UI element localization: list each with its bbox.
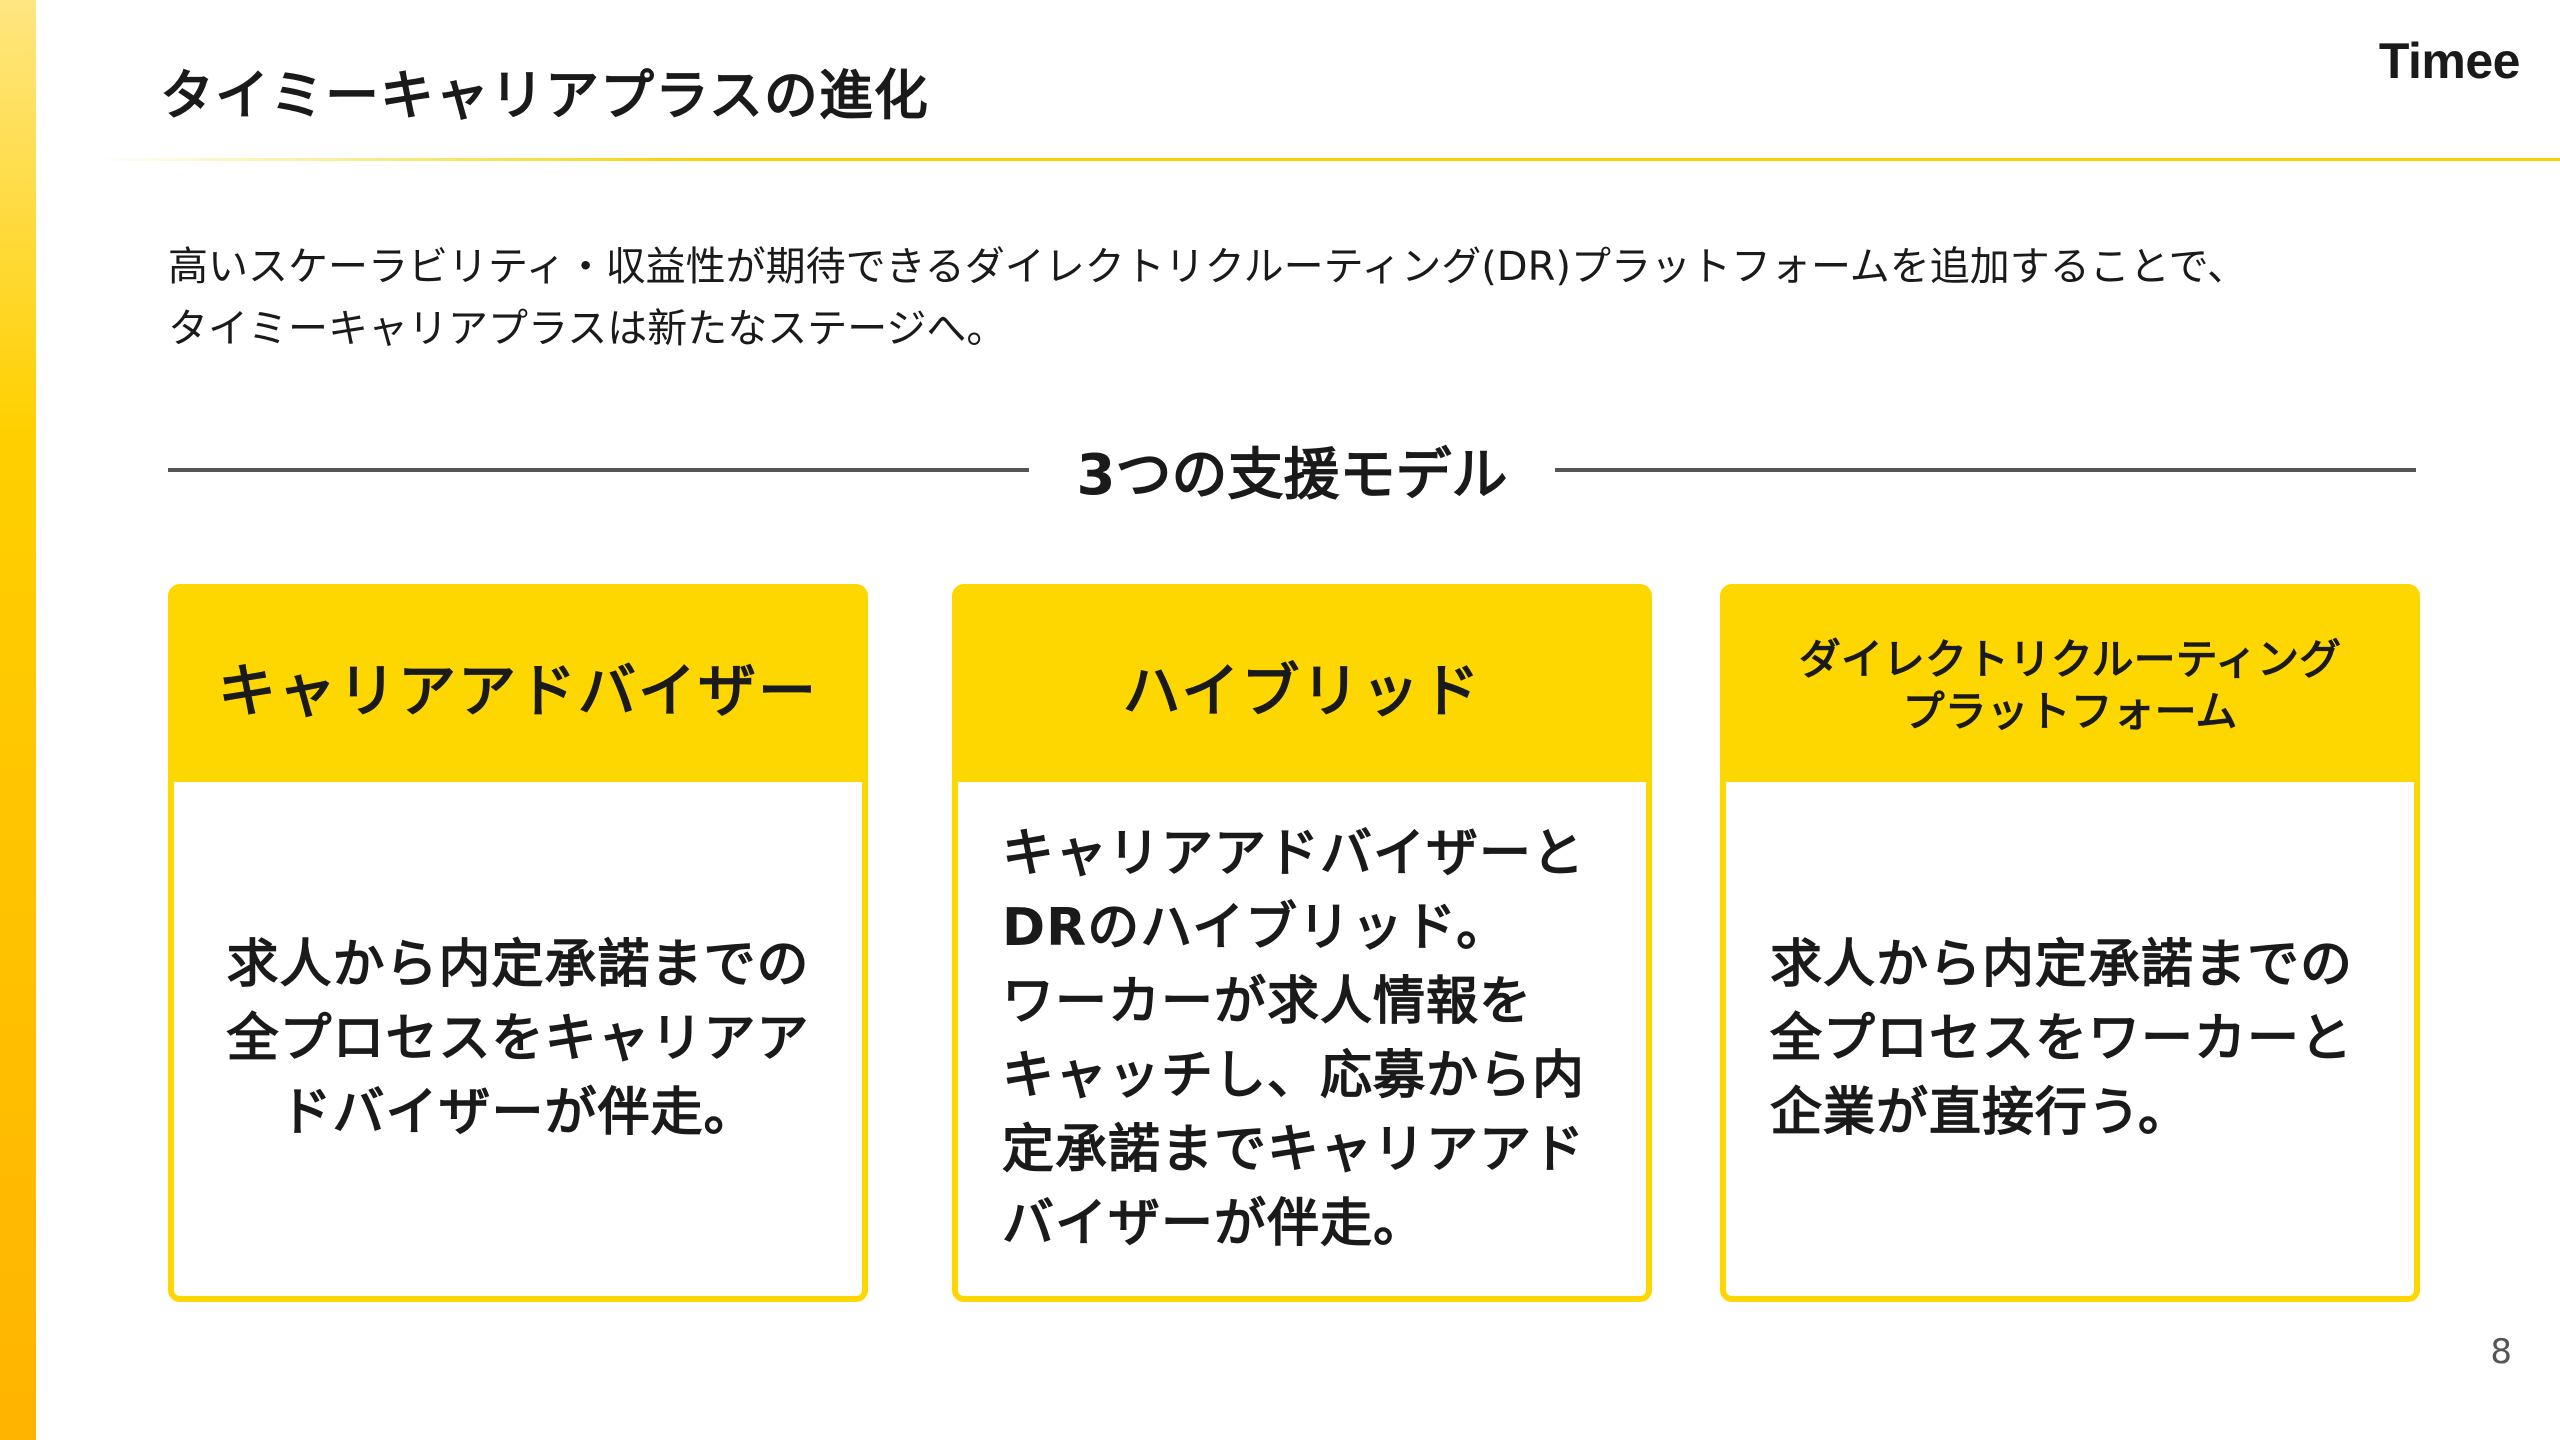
lead-line-2: タイミーキャリアプラスは新たなステージへ。 [168,306,1007,352]
card-header: ダイレクトリクルーティング プラットフォーム [1726,590,2414,782]
lead-text: 高いスケーラビリティ・収益性が期待できるダイレクトリクルーティング(DR)プラッ… [168,236,2448,360]
card-body-line: 求人から内定承諾までの [1770,935,2354,995]
card-hybrid: ハイブリッド キャリアアドバイザーと DRのハイブリッド。 ワーカーが求人情報を… [952,584,1652,1302]
section-heading-label: 3つの支援モデル [1076,442,1508,508]
card-title-line: ダイレクトリクルーティング [1798,635,2342,684]
card-body: 求人から内定承諾までの 全プロセスをワーカーと 企業が直接行う。 [1726,782,2414,1296]
card-body-line: 定承諾までキャリアアド [1002,1120,1586,1180]
card-body-line: 求人から内定承諾までの [226,935,810,995]
card-body: キャリアアドバイザーと DRのハイブリッド。 ワーカーが求人情報を キャッチし、… [958,782,1646,1296]
card-title: ハイブリッド [1122,657,1482,725]
card-title: キャリアアドバイザー [217,657,818,725]
card-body-line: 全プロセスをキャリアア [226,1009,810,1069]
card-body: 求人から内定承諾までの 全プロセスをキャリアア ドバイザーが伴走。 [174,782,862,1296]
section-rule-left [168,468,1029,472]
card-body-line: ドバイザーが伴走。 [279,1083,757,1143]
card-body-line: DRのハイブリッド。 [1002,898,1510,958]
section-rule-right [1555,468,2416,472]
timee-logo: Timee [2378,33,2521,89]
card-body-line: キャリアアドバイザーと [1002,824,1586,884]
card-dr-platform: ダイレクトリクルーティング プラットフォーム 求人から内定承諾までの 全プロセス… [1720,584,2420,1302]
slide-title: タイミーキャリアプラスの進化 [160,64,929,127]
card-body-line: キャッチし、応募から内 [1002,1046,1586,1106]
card-body-line: バイザーが伴走。 [1002,1194,1427,1254]
section-heading: 3つの支援モデル [168,432,2416,508]
page-number: 8 [2490,1332,2512,1372]
card-body-line: 企業が直接行う。 [1770,1083,2191,1143]
card-header: キャリアアドバイザー [174,590,862,782]
lead-line-1: 高いスケーラビリティ・収益性が期待できるダイレクトリクルーティング(DR)プラッ… [168,244,2248,290]
support-model-cards: キャリアアドバイザー 求人から内定承諾までの 全プロセスをキャリアア ドバイザー… [168,584,2420,1302]
card-body-line: 全プロセスをワーカーと [1770,1009,2354,1069]
header-divider [90,158,2560,161]
card-header: ハイブリッド [958,590,1646,782]
card-career-advisor: キャリアアドバイザー 求人から内定承諾までの 全プロセスをキャリアア ドバイザー… [168,584,868,1302]
card-body-line: ワーカーが求人情報を [1002,972,1533,1032]
accent-side-bar [0,0,36,1440]
card-title-line: プラットフォーム [1902,687,2238,736]
